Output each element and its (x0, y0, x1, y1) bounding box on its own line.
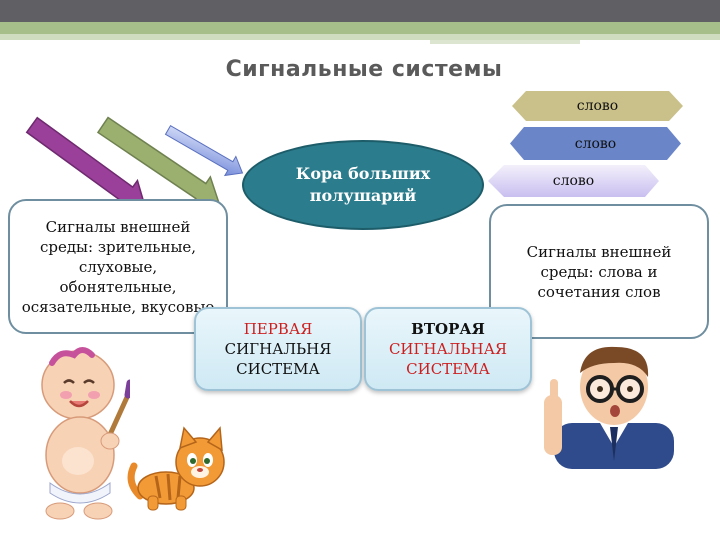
boy-illustration (544, 346, 674, 469)
top-dark-bar (0, 0, 720, 22)
kitten-illustration (127, 426, 225, 511)
external-signals-sensory: Сигналы внешней среды: зрительные, слухо… (8, 199, 228, 334)
top-accent-strip (430, 40, 580, 44)
top-light-band (0, 34, 720, 40)
word-tag-3: слово (488, 165, 659, 197)
top-green-band (0, 22, 720, 34)
baby-illustration (41, 347, 130, 520)
word-tag-1: слово (512, 91, 683, 121)
first-system-line-1: ПЕРВАЯ (243, 320, 313, 338)
second-system-line-1: ВТОРАЯ (411, 320, 485, 338)
second-system-line-3: СИСТЕМА (406, 360, 490, 378)
second-system-line-2: СИГНАЛЬНАЯ (388, 340, 508, 358)
first-system-line-3: СИСТЕМА (236, 360, 320, 378)
page-title: Сигнальные системы (225, 57, 503, 82)
first-signal-system-box: ПЕРВАЯ СИГНАЛЬНЯ СИСТЕМА (194, 307, 362, 391)
word-tag-2: слово (510, 127, 681, 160)
second-signal-system-box: ВТОРАЯ СИГНАЛЬНАЯ СИСТЕМА (364, 307, 532, 391)
first-system-line-2: СИГНАЛЬНЯ (224, 340, 332, 358)
cortex-ellipse: Кора больших полушарий (242, 140, 484, 230)
arrow-blue (164, 124, 244, 177)
